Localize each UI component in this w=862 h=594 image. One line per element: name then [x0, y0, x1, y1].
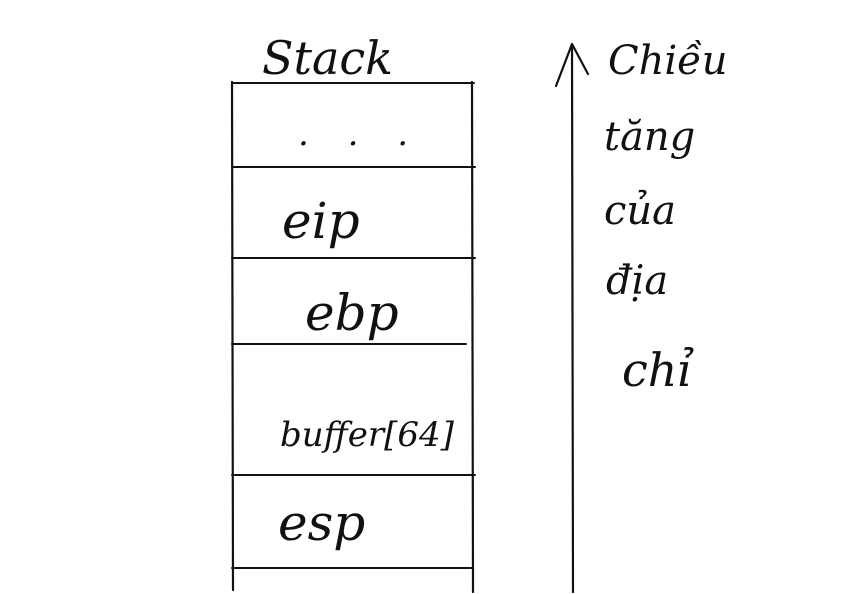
- cell-ellipsis-label: . . .: [298, 114, 422, 154]
- stack-title: Stack: [262, 31, 393, 85]
- address-arrow-shaft: [570, 42, 575, 594]
- cell-buffer-label: buffer[64]: [280, 415, 455, 455]
- arrow-note-line-3: của: [604, 188, 676, 234]
- arrow-note-line-2: tăng: [604, 114, 695, 160]
- up-arrow-icon: [554, 42, 590, 88]
- cell-eip-label: eip: [282, 192, 360, 250]
- cell-esp-label: esp: [278, 494, 365, 552]
- arrow-note-line-4: địa: [606, 258, 668, 304]
- arrow-note-line-5: chỉ: [622, 343, 694, 397]
- cell-ebp-label: ebp: [305, 284, 399, 342]
- stack-left-wall: [230, 80, 235, 592]
- stack-right-wall: [470, 80, 475, 594]
- arrow-note-line-1: Chiều: [608, 38, 728, 84]
